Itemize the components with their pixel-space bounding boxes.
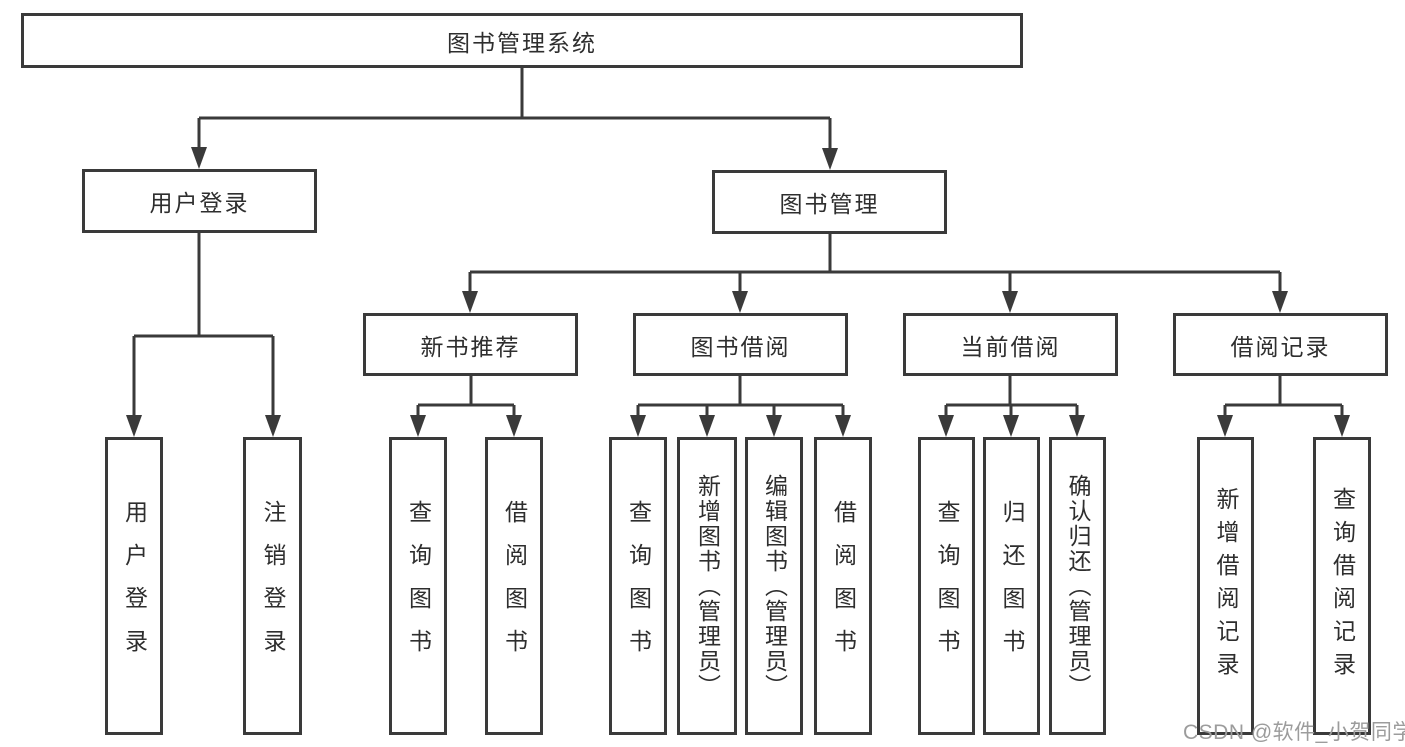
node-br-add-borrow-record: 新增借阅记录 <box>1197 437 1254 735</box>
node-current-borrowing: 当前借阅 <box>903 313 1118 376</box>
node-bb-borrow-books: 借阅图书 <box>814 437 872 735</box>
node-label: 借阅图书 <box>501 500 528 672</box>
node-label: 新增借阅记录 <box>1213 487 1239 685</box>
node-label: 图书管理系统 <box>447 29 597 56</box>
arrowheads <box>126 147 1350 437</box>
node-label: 用户登录 <box>149 190 250 216</box>
node-logout: 注销登录 <box>243 437 302 735</box>
node-label: 注销登录 <box>260 500 286 672</box>
node-label: 归还图书 <box>999 500 1025 672</box>
node-bb-edit-books-admin: 编辑图书（管理员） <box>745 437 803 735</box>
node-nbr-query-books: 查询图书 <box>389 437 447 735</box>
node-user-login-branch: 用户登录 <box>82 169 317 233</box>
node-label: 用户登录 <box>121 500 148 672</box>
node-label: 借阅图书 <box>830 500 857 672</box>
node-br-query-borrow-record: 查询借阅记录 <box>1313 437 1371 735</box>
node-user-login-leaf: 用户登录 <box>105 437 163 735</box>
node-cb-return-books: 归还图书 <box>983 437 1040 735</box>
node-new-book-recommendation: 新书推荐 <box>363 313 578 376</box>
node-label: 图书管理 <box>779 191 880 217</box>
node-label: 确认归还（管理员） <box>1065 473 1091 699</box>
node-book-borrowing: 图书借阅 <box>633 313 848 376</box>
node-label: 图书借阅 <box>690 333 791 360</box>
node-library-management-system: 图书管理系统 <box>21 13 1023 68</box>
node-cb-query-books: 查询图书 <box>918 437 975 735</box>
csdn-watermark: CSDN @软件_小贺同学 <box>1183 721 1405 744</box>
node-borrowing-records: 借阅记录 <box>1173 313 1388 376</box>
node-label: 查询图书 <box>934 500 960 672</box>
node-label: 借阅记录 <box>1230 333 1331 360</box>
node-label: 查询图书 <box>405 500 432 672</box>
node-bb-query-books: 查询图书 <box>609 437 667 735</box>
node-label: 查询图书 <box>625 500 652 672</box>
node-nbr-borrow-books: 借阅图书 <box>485 437 543 735</box>
node-label: 查询借阅记录 <box>1329 487 1356 685</box>
node-label: 当前借阅 <box>960 333 1061 360</box>
node-book-management: 图书管理 <box>712 170 947 234</box>
node-label: 新书推荐 <box>420 333 521 360</box>
node-cb-confirm-return-admin: 确认归还（管理员） <box>1049 437 1106 735</box>
node-bb-add-books-admin: 新增图书（管理员） <box>677 437 737 735</box>
node-label: 编辑图书（管理员） <box>761 473 788 699</box>
node-label: 新增图书（管理员） <box>694 473 721 699</box>
